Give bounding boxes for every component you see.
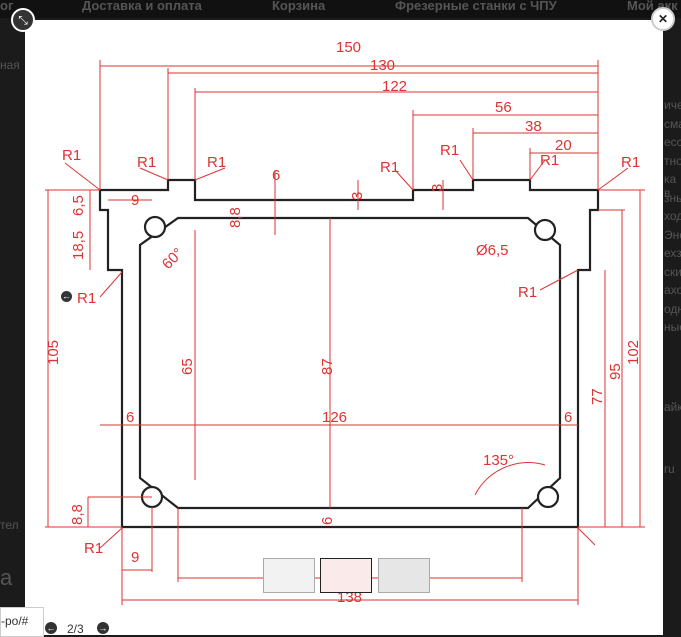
dim-label: 6 bbox=[564, 409, 572, 426]
bg-text: ru bbox=[664, 462, 675, 476]
dim-label: 38 bbox=[525, 118, 542, 135]
bg-text: ход bbox=[664, 209, 681, 223]
arrow-left-icon: ← bbox=[62, 291, 71, 301]
dim-label: 138 bbox=[337, 589, 362, 606]
dim-label: 9 bbox=[131, 549, 139, 566]
dim-label: 6 bbox=[126, 409, 134, 426]
dim-label: 20 bbox=[555, 137, 572, 154]
dim-label: 77 bbox=[589, 388, 606, 405]
dim-label: 102 bbox=[625, 340, 642, 365]
bg-text: айк bbox=[664, 400, 681, 414]
close-icon: ✕ bbox=[657, 12, 669, 26]
prev-button[interactable]: ← bbox=[44, 621, 58, 635]
bg-text: одн bbox=[664, 301, 681, 316]
bg-text: ехза bbox=[664, 246, 681, 260]
bg-text: ски bbox=[664, 264, 681, 279]
arrow-left-icon: ← bbox=[46, 623, 56, 633]
dim-label: 105 bbox=[45, 340, 62, 365]
thumbnail-drawing-selected[interactable] bbox=[320, 558, 372, 593]
dim-label: 3 bbox=[429, 184, 446, 192]
dim-label: 65 bbox=[179, 358, 196, 375]
radius-label: R1 bbox=[540, 152, 559, 169]
nav-item[interactable]: Доставка и оплата bbox=[82, 0, 202, 13]
dimension-lines bbox=[45, 60, 645, 605]
bg-text: ка в bbox=[664, 172, 677, 200]
dimension-labels: 150 130 122 56 38 20 6 3 3 8,8 6,5 18,5 … bbox=[45, 39, 642, 606]
radius-label: R1 bbox=[440, 142, 459, 159]
nav-item[interactable]: ог bbox=[0, 0, 14, 13]
dim-label: 6 bbox=[319, 517, 336, 525]
image-counter: 2/3 bbox=[67, 622, 84, 636]
collapse-icon: ⤡ bbox=[18, 13, 28, 27]
dim-label: 18,5 bbox=[70, 231, 87, 260]
dim-label: 56 bbox=[495, 99, 512, 116]
dim-label: 9 bbox=[131, 192, 139, 209]
radius-label: R1 bbox=[62, 147, 81, 164]
dim-label: 130 bbox=[370, 57, 395, 74]
dim-label: 6 bbox=[272, 167, 280, 184]
bg-text: тел bbox=[0, 518, 19, 532]
bg-text: тно bbox=[664, 153, 681, 168]
close-button[interactable]: ✕ bbox=[651, 7, 675, 31]
bg-text: сма bbox=[664, 116, 681, 131]
dim-label: Ø6,5 bbox=[476, 242, 509, 259]
radius-label: R1 bbox=[621, 154, 640, 171]
radius-label: R1 bbox=[380, 159, 399, 176]
radius-label: R1 bbox=[77, 290, 96, 307]
top-navigation: ог Доставка и оплата Корзина Фрезерные с… bbox=[0, 0, 681, 18]
bg-text: ессі bbox=[664, 135, 681, 149]
radius-label: R1 bbox=[518, 284, 537, 301]
bg-text: зны bbox=[664, 190, 681, 205]
dim-label: 3 bbox=[349, 192, 366, 200]
dim-label: 8,8 bbox=[69, 504, 86, 525]
dim-label: 8,8 bbox=[227, 207, 244, 228]
dim-label: 95 bbox=[607, 363, 624, 380]
radius-label: R1 bbox=[137, 154, 156, 171]
bg-text: ная bbox=[0, 58, 20, 72]
dim-label: 150 bbox=[336, 39, 361, 56]
nav-item[interactable]: Фрезерные станки с ЧПУ bbox=[395, 0, 557, 13]
bg-text: аход bbox=[664, 283, 681, 297]
collapse-fullscreen-button[interactable]: ⤡ bbox=[11, 8, 35, 32]
radius-label: R1 bbox=[84, 540, 103, 557]
bg-text: а bbox=[0, 565, 13, 590]
dim-label: 135° bbox=[483, 452, 514, 469]
dim-label: 126 bbox=[322, 409, 347, 426]
status-url: -po/# bbox=[0, 607, 44, 637]
dim-label: 87 bbox=[319, 358, 336, 375]
radius-label: R1 bbox=[207, 154, 226, 171]
dim-label: 122 bbox=[382, 78, 407, 95]
dim-label: 6,5 bbox=[70, 195, 87, 216]
bg-text: ные bbox=[664, 320, 681, 334]
nav-item[interactable]: Корзина bbox=[272, 0, 326, 13]
bg-text: Эне bbox=[664, 227, 681, 242]
profile-outline bbox=[98, 178, 600, 529]
thumbnail-profile-3d[interactable] bbox=[378, 558, 430, 593]
arrow-right-icon: → bbox=[98, 623, 108, 633]
prev-arrow-button[interactable]: ← bbox=[60, 290, 73, 303]
next-button[interactable]: → bbox=[96, 621, 110, 635]
thumbnail-profile-photo[interactable] bbox=[263, 558, 315, 593]
